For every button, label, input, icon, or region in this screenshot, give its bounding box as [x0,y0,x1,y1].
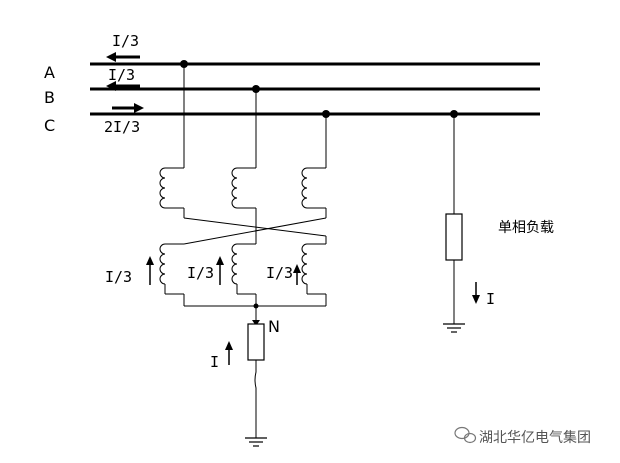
arrow-phase-c [112,103,144,113]
up-arrow-winding-right [293,264,301,285]
neutral-label: N [268,317,280,336]
current-label-load: I [486,290,495,308]
current-label-phase-a: I/3 [112,32,139,50]
current-label-phase-c: 2I/3 [104,118,140,136]
upper-winding-b [231,167,257,218]
ground-symbol-neutral [245,437,267,447]
neutral-wire-bottom [254,360,257,438]
phase-label-b: B [44,88,55,107]
current-label-neutral: I [210,353,219,371]
lower-winding-b [231,243,256,295]
current-label-winding-right: I/3 [266,264,293,282]
load-label: 单相负载 [498,220,554,236]
wechat-icon [454,426,477,444]
current-label-phase-b: I/3 [108,66,135,84]
upper-winding-c [301,167,327,218]
load-resistor [445,213,463,261]
up-arrow-neutral [225,341,233,365]
current-label-winding-mid: I/3 [187,264,214,282]
arrow-phase-b [106,81,140,91]
phase-label-a: A [44,63,55,82]
zigzag-cross-wires [183,217,327,245]
arrow-phase-a [106,52,140,62]
ground-symbol-load [443,323,465,333]
neutral-resistor [247,323,265,361]
current-label-winding-left: I/3 [105,268,132,286]
watermark-text: 湖北华亿电气集团 [479,429,591,446]
lower-winding-c [301,236,327,295]
down-arrow-load [472,282,480,304]
lower-winding-a [159,243,184,295]
phase-label-c: C [44,116,55,135]
neutral-arrow-tip [252,320,260,326]
upper-winding-a [159,167,185,218]
up-arrow-winding-mid [216,256,224,285]
up-arrow-winding-left [146,256,154,285]
